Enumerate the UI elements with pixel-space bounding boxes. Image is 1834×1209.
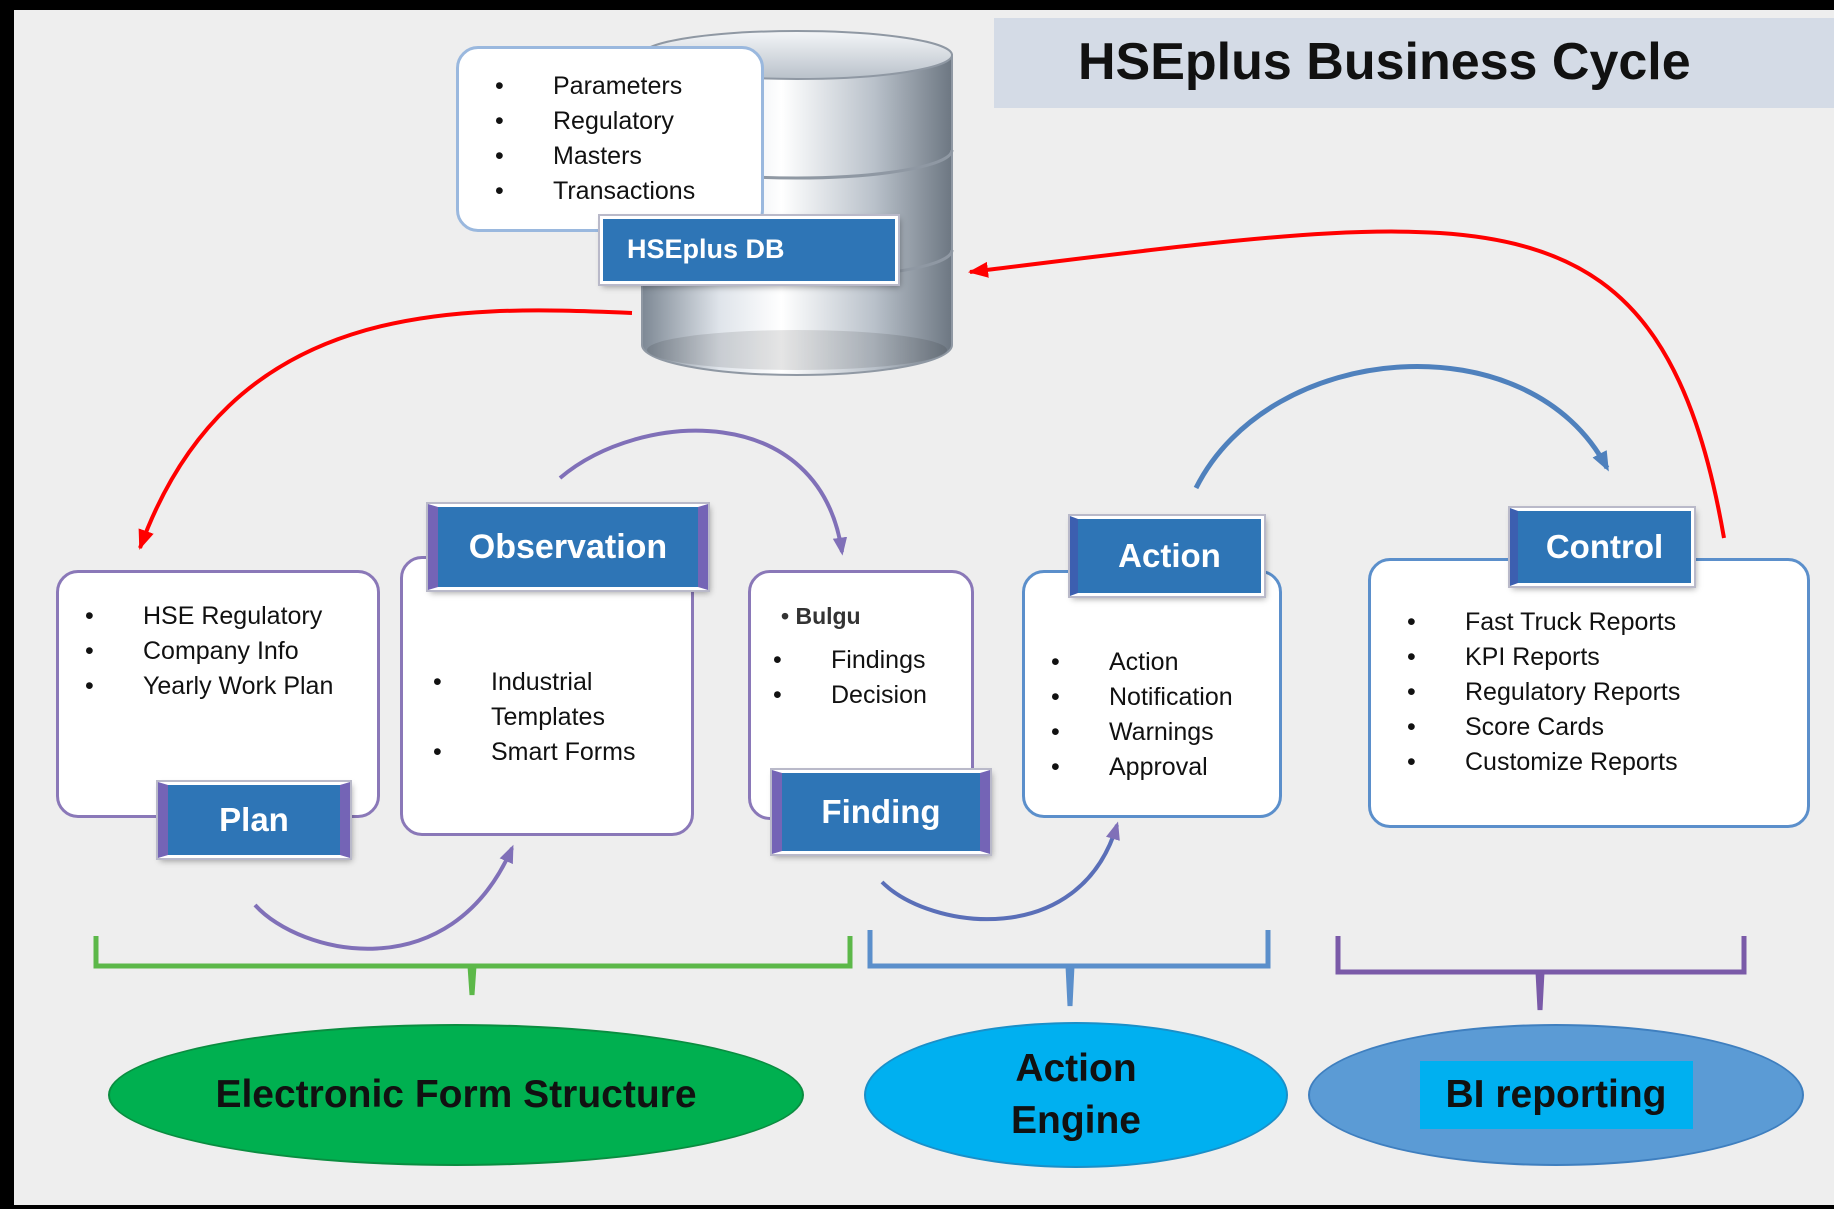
list-item: Smart Forms <box>433 735 661 770</box>
list-item: Transactions <box>495 174 695 209</box>
action-card: Action Notification Warnings Approval <box>1022 570 1282 818</box>
list-item: Regulatory <box>495 104 695 139</box>
list-item: Regulatory Reports <box>1407 675 1680 710</box>
title-banner <box>994 18 1834 108</box>
list-item: Company Info <box>85 634 333 669</box>
action-label: Action <box>1118 537 1221 574</box>
list-item: Parameters <box>495 69 695 104</box>
bi-reporting-ellipse: BI reporting <box>1308 1024 1804 1166</box>
observation-to-finding-arc <box>558 428 848 556</box>
finding-heading: • Bulgu <box>781 603 861 629</box>
list-item: HSE Regulatory <box>85 599 333 634</box>
plan-item-list: HSE Regulatory Company Info Yearly Work … <box>85 599 333 704</box>
plan-tag: Plan <box>158 782 350 858</box>
observation-label: Observation <box>468 528 668 566</box>
bi-reporting-label: BI reporting <box>1419 1061 1693 1129</box>
db-to-plan-arrow <box>138 308 633 550</box>
list-item: Warnings <box>1051 715 1233 750</box>
plan-card: HSE Regulatory Company Info Yearly Work … <box>56 570 380 818</box>
finding-to-action-arc <box>880 821 1120 922</box>
observation-tag: Observation <box>428 504 708 590</box>
action-engine-brace <box>867 930 1271 1007</box>
action-item-list: Action Notification Warnings Approval <box>1051 645 1233 785</box>
finding-item-list: Findings Decision <box>773 643 927 713</box>
list-item: Approval <box>1051 750 1233 785</box>
bi-reporting-brace <box>1335 936 1747 1011</box>
list-item: Fast Truck Reports <box>1407 605 1680 640</box>
action-engine-ellipse: Action Engine <box>864 1022 1288 1168</box>
finding-tag: Finding <box>772 770 990 854</box>
list-item: Score Cards <box>1407 710 1680 745</box>
list-item: Customize Reports <box>1407 745 1680 780</box>
observation-card: Industrial Templates Smart Forms <box>400 556 694 836</box>
database-label-tag: HSEplus DB <box>600 216 898 284</box>
list-item: Yearly Work Plan <box>85 669 333 704</box>
database-items-card: Parameters Regulatory Masters Transactio… <box>456 46 764 232</box>
electronic-form-label: Electronic Form Structure <box>215 1073 697 1116</box>
observation-item-list: Industrial Templates Smart Forms <box>433 665 661 770</box>
list-item: Decision <box>773 678 927 713</box>
control-to-db-arrow <box>968 229 1726 539</box>
control-card: Fast Truck Reports KPI Reports Regulator… <box>1368 558 1810 828</box>
list-item: KPI Reports <box>1407 640 1680 675</box>
plan-to-observation-arc <box>253 844 514 951</box>
action-engine-label-line1: Action <box>1015 1047 1137 1090</box>
list-item: Masters <box>495 139 695 174</box>
control-tag: Control <box>1510 508 1694 586</box>
plan-label: Plan <box>219 801 289 838</box>
action-engine-label-line2: Engine <box>1010 1099 1141 1142</box>
action-to-control-arc <box>1193 364 1610 490</box>
list-item: Action <box>1051 645 1233 680</box>
control-label: Control <box>1545 528 1664 565</box>
database-item-list: Parameters Regulatory Masters Transactio… <box>495 69 695 209</box>
list-item: Industrial Templates <box>433 665 661 735</box>
electronic-form-ellipse: Electronic Form Structure <box>108 1024 804 1166</box>
page-title: HSEplus Business Cycle <box>1078 33 1691 91</box>
action-tag: Action <box>1070 516 1264 596</box>
control-item-list: Fast Truck Reports KPI Reports Regulator… <box>1407 605 1680 780</box>
database-label: HSEplus DB <box>627 234 785 264</box>
list-item: Findings <box>773 643 927 678</box>
list-item: Notification <box>1051 680 1233 715</box>
finding-label: Finding <box>821 793 941 830</box>
electronic-form-brace <box>93 936 853 996</box>
